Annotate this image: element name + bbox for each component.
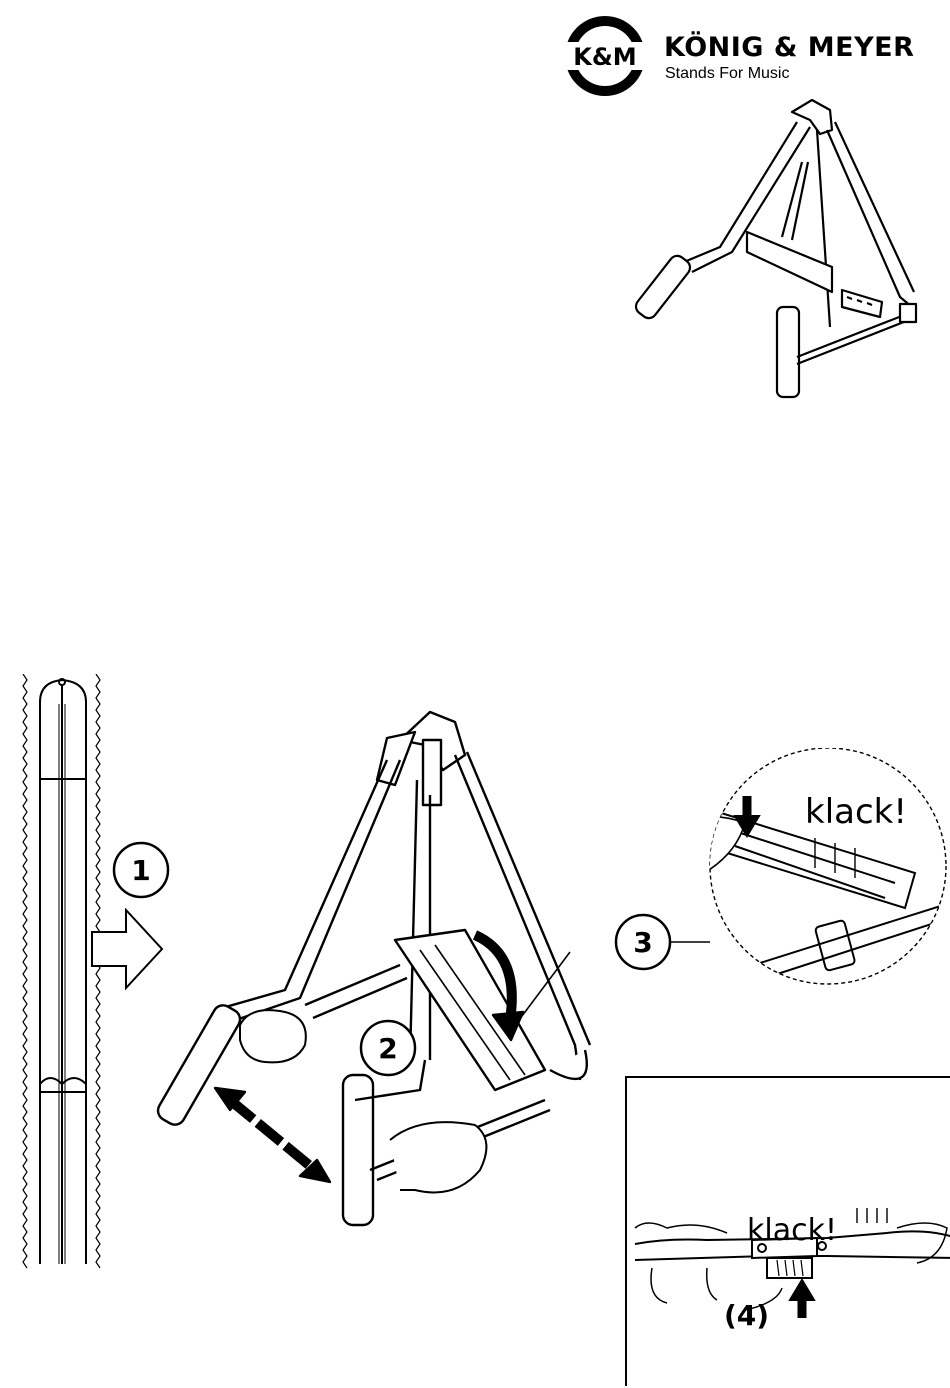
zoom-detail-top: klack! <box>665 748 950 993</box>
step-1-label: 1 <box>131 854 150 887</box>
step-3-label: 3 <box>633 926 652 959</box>
step-2-label: 2 <box>378 1032 397 1065</box>
logo-text: K&M <box>573 43 636 71</box>
brand-name: KÖNIG & MEYER <box>664 32 914 63</box>
step-4-label: (4) <box>724 1299 769 1332</box>
inset-panel: klack! (4) <box>625 1076 950 1386</box>
step-2-badge: 2 <box>358 1018 418 1078</box>
brand-tagline: Stands For Music <box>665 65 789 83</box>
klack-top-text: klack! <box>805 792 907 832</box>
km-logo: K&M <box>563 14 647 98</box>
stand-illustration-small <box>632 92 932 404</box>
hollow-right-arrow-icon <box>90 908 165 990</box>
klack-bottom-text: klack! <box>747 1213 837 1248</box>
